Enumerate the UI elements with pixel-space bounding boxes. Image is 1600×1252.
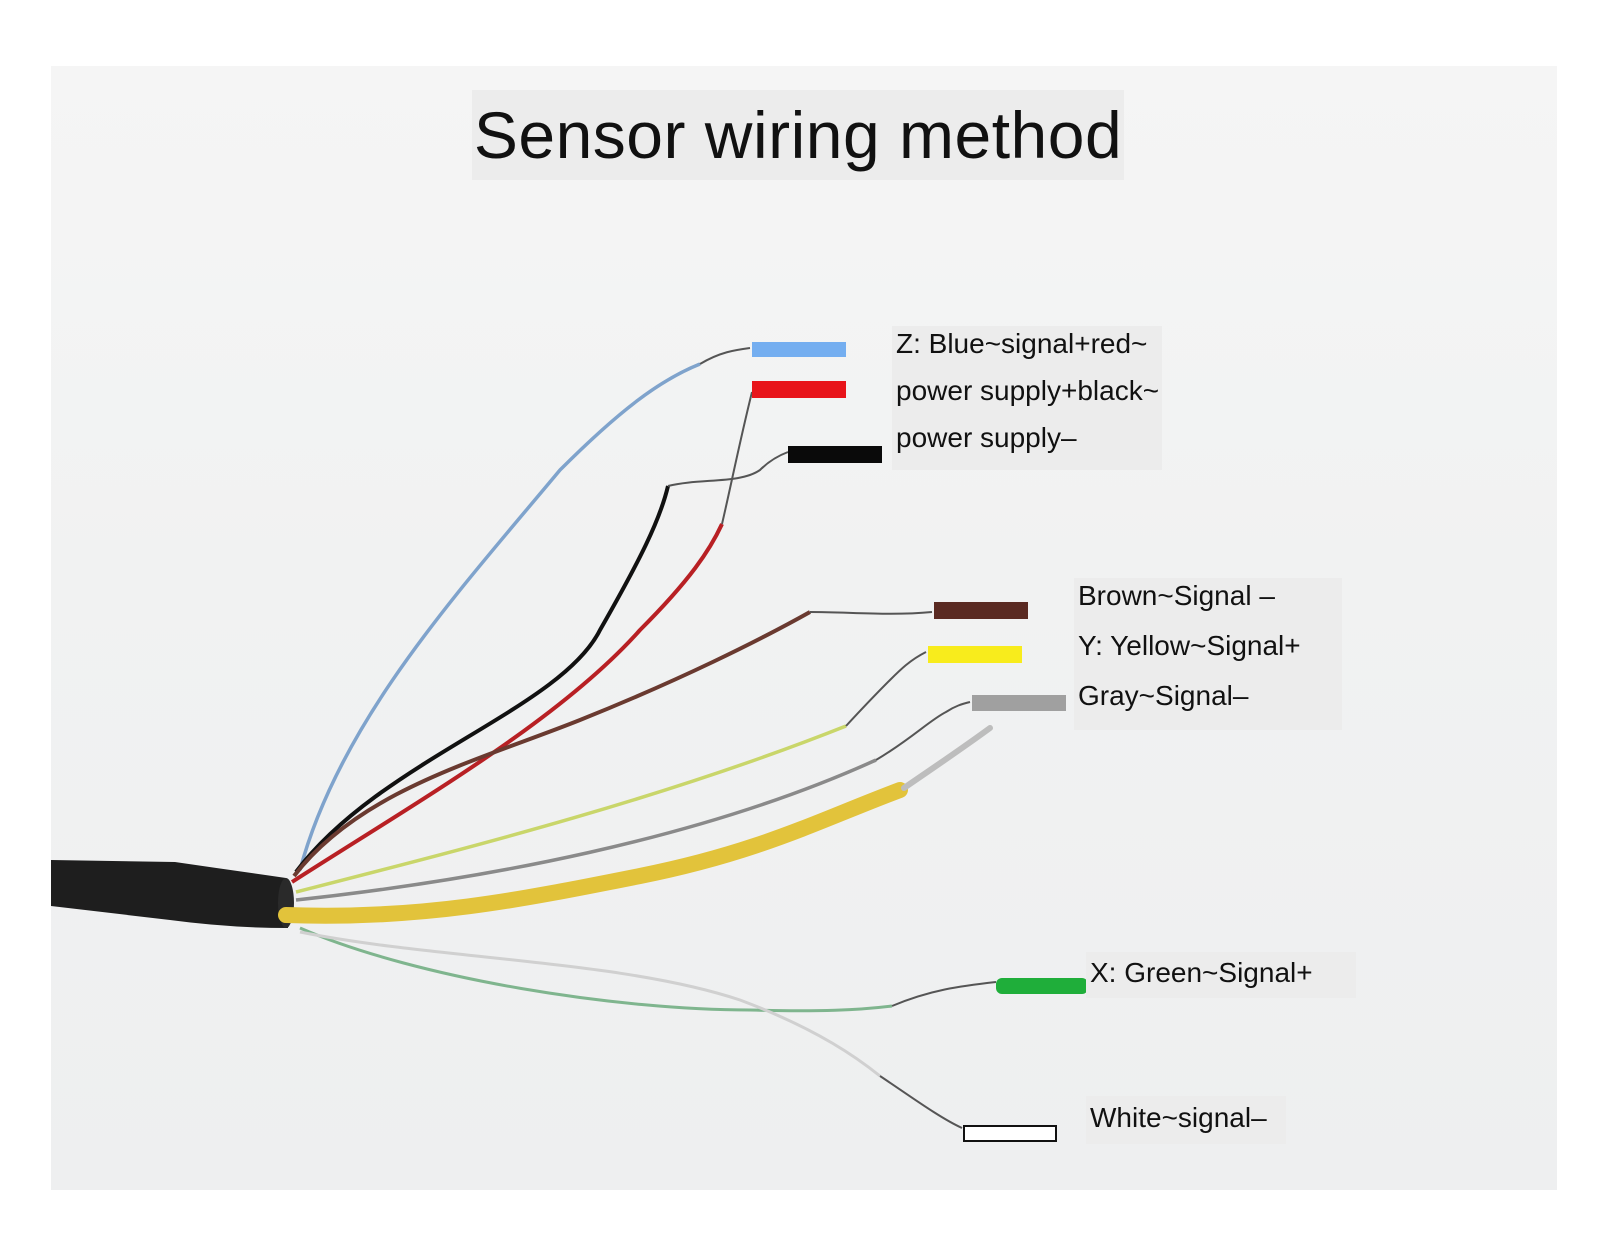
yellow-wire-tip: [845, 651, 927, 727]
label-z-line3: power supply–: [896, 422, 1077, 453]
black-wire: [294, 485, 670, 874]
shield-sleeve: [278, 782, 908, 924]
brown-wire: [292, 610, 811, 878]
gray-wire-tip: [875, 701, 971, 761]
white-swatch: [963, 1125, 1057, 1142]
cable-jacket: [51, 860, 288, 928]
gray-swatch: [972, 695, 1066, 711]
label-box-green: X: Green~Signal+: [1086, 952, 1356, 998]
blue-wire: [298, 362, 701, 871]
title-background: Sensor wiring method: [472, 90, 1124, 180]
label-gray: Gray~Signal–: [1078, 680, 1249, 711]
label-box-white: White~signal–: [1086, 1096, 1286, 1144]
red-wire-tip: [721, 391, 753, 525]
black-swatch: [788, 446, 882, 463]
yellow-swatch: [928, 646, 1022, 663]
white-wire: [299, 930, 881, 1078]
red-wire: [290, 523, 724, 884]
label-box-brown-yellow-gray: Brown~Signal – Y: Yellow~Signal+ Gray~Si…: [1074, 578, 1342, 730]
label-brown: Brown~Signal –: [1078, 580, 1275, 611]
white-wire-tip: [879, 1075, 963, 1129]
green-wire: [299, 926, 893, 1013]
diagram-title: Sensor wiring method: [473, 98, 1123, 172]
brown-wire-tip: [809, 611, 933, 615]
label-z-line1: Z: Blue~signal+red~: [896, 328, 1148, 359]
blue-wire-tip: [699, 347, 751, 365]
green-swatch: [996, 978, 1088, 994]
label-yellow: Y: Yellow~Signal+: [1078, 630, 1301, 661]
red-swatch: [752, 381, 846, 398]
label-z-line2: power supply+black~: [896, 375, 1160, 406]
label-white: White~signal–: [1090, 1102, 1267, 1133]
gray-wire: [295, 758, 877, 902]
shield-drain-wire: [901, 725, 993, 791]
label-box-z: Z: Blue~signal+red~ power supply+black~ …: [892, 326, 1162, 470]
green-wire-tip: [891, 981, 997, 1007]
black-wire-tip: [667, 451, 789, 487]
label-green: X: Green~Signal+: [1090, 957, 1313, 988]
yellow-wire: [295, 724, 847, 894]
brown-swatch: [934, 602, 1028, 619]
blue-swatch: [752, 342, 846, 357]
